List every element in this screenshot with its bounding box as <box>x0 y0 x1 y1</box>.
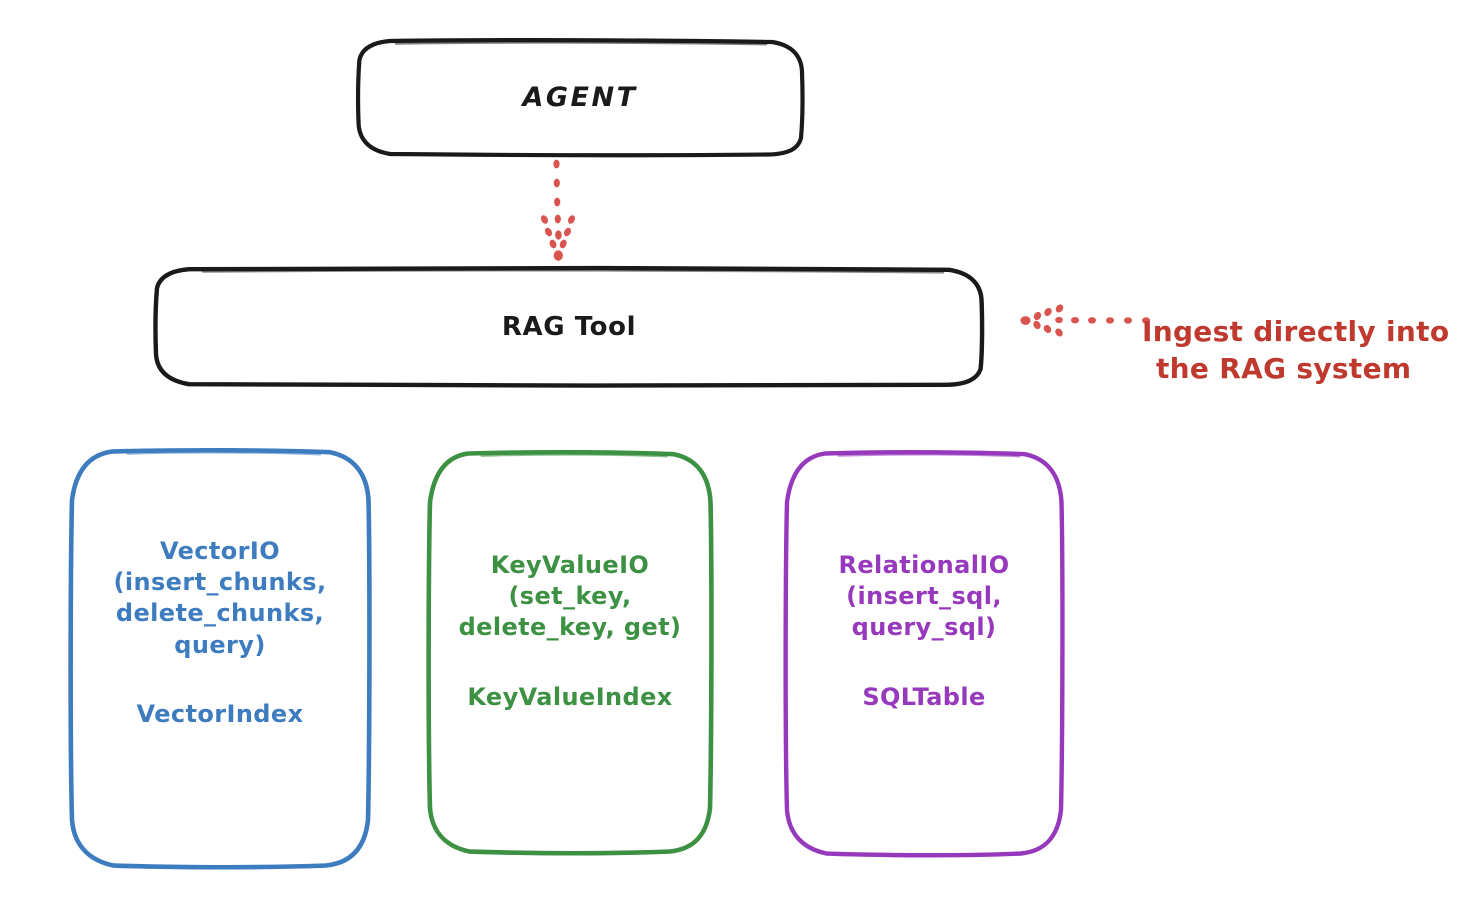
dotted-down-arrow-icon <box>540 159 576 261</box>
edge-ingest-note-to-rag-tool <box>1018 292 1158 348</box>
node-agent[interactable]: AGENT <box>355 38 805 158</box>
relational-io-label-wrap: RelationalIO (insert_sql, query_sql) SQL… <box>783 450 1065 858</box>
agent-label-wrap: AGENT <box>356 38 804 156</box>
rag-tool-title: RAG Tool <box>501 311 637 342</box>
vector-io-label-wrap: VectorIO (insert_chunks, delete_chunks, … <box>68 448 372 870</box>
agent-title: AGENT <box>522 81 638 113</box>
node-key-value-io[interactable]: KeyValueIO (set_key, delete_key, get) Ke… <box>426 449 714 856</box>
vector-io-index-text: VectorIndex <box>136 699 304 728</box>
relational-io-api-text: RelationalIO (insert_sql, query_sql) <box>838 551 1010 642</box>
ingest-note-line1: Ingest directly into <box>1142 315 1450 349</box>
dotted-left-arrow-icon <box>1020 304 1150 337</box>
key-value-io-label-wrap: KeyValueIO (set_key, delete_key, get) Ke… <box>426 450 714 856</box>
key-value-io-index-text: KeyValueIndex <box>467 682 673 711</box>
key-value-io-api-text: KeyValueIO (set_key, delete_key, get) <box>458 551 682 642</box>
relational-io-index-text: SQLTable <box>862 682 986 711</box>
edge-agent-to-rag-tool <box>506 156 616 268</box>
rag-tool-label-wrap: RAG Tool <box>153 266 985 387</box>
ingest-annotation-note: Ingest directly into the RAG system <box>1142 278 1472 424</box>
node-vector-io[interactable]: VectorIO (insert_chunks, delete_chunks, … <box>68 447 372 870</box>
vector-io-api-text: VectorIO (insert_chunks, delete_chunks, … <box>113 537 327 659</box>
node-relational-io[interactable]: RelationalIO (insert_sql, query_sql) SQL… <box>783 450 1065 858</box>
node-rag-tool[interactable]: RAG Tool <box>153 265 985 388</box>
ingest-note-line2: the RAG system <box>1156 351 1412 385</box>
